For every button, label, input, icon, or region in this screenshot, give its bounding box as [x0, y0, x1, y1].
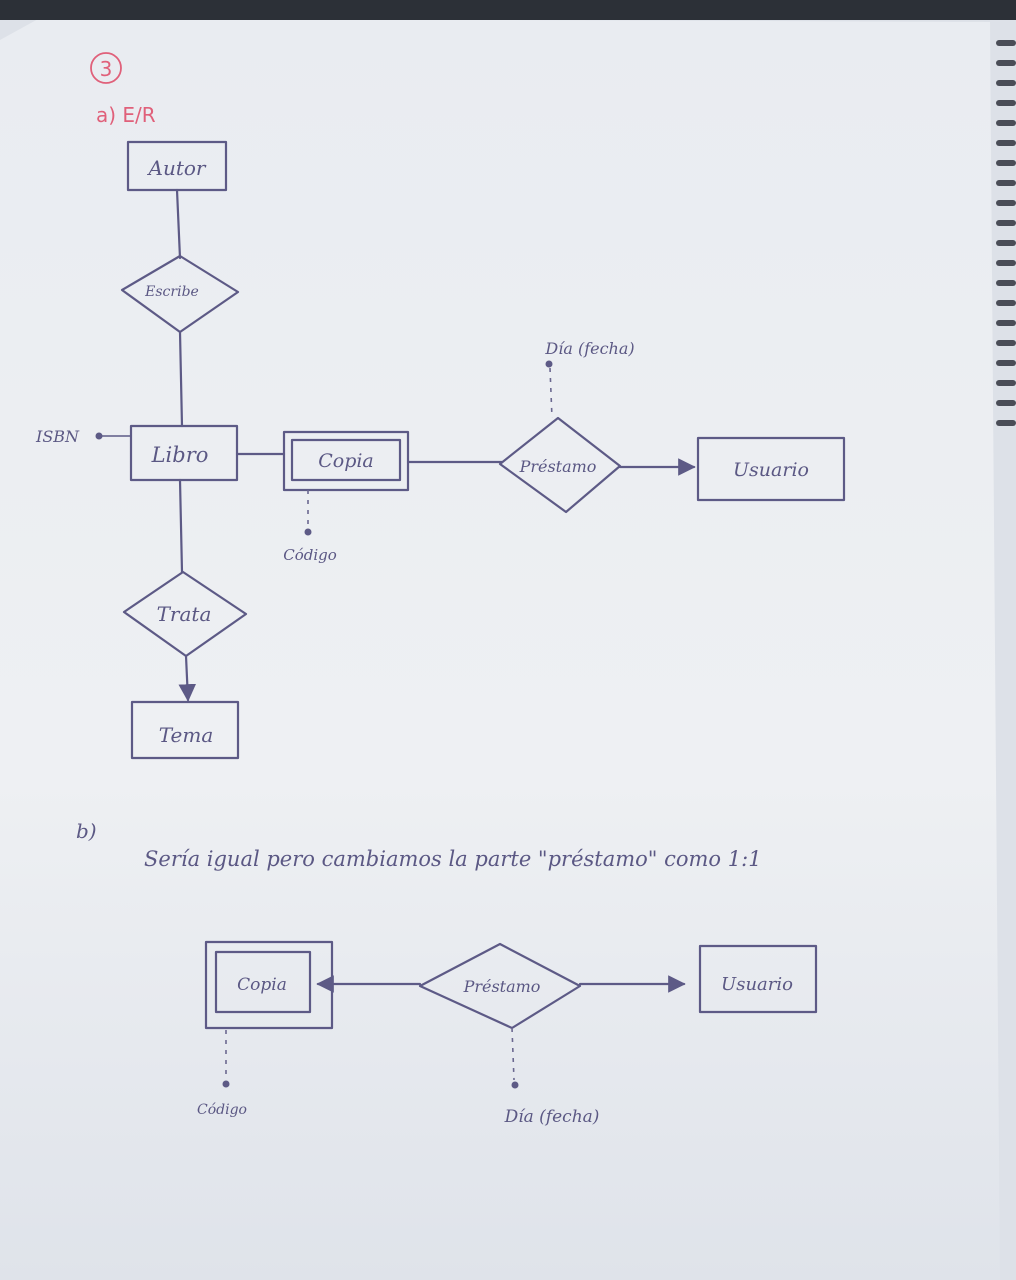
entity-libro-label: Libro — [151, 443, 209, 467]
question-number: 3 — [100, 57, 113, 81]
link-dia-b — [511, 1027, 515, 1081]
entity-usuario-b-label: Usuario — [721, 974, 793, 995]
entity-usuario-b — [698, 944, 818, 1014]
relationship-prestamo-a-label: Préstamo — [519, 457, 597, 476]
part-b-label: b) — [76, 819, 97, 843]
attribute-codigo-b-dot — [222, 1080, 230, 1088]
attribute-dia-b-dot — [511, 1081, 519, 1089]
relationship-prestamo-a — [498, 416, 622, 514]
attribute-codigo-a-label: Código — [283, 546, 337, 564]
entity-usuario-a — [696, 436, 846, 502]
attribute-isbn-dot — [95, 432, 103, 440]
relationship-prestamo-b — [418, 942, 582, 1030]
link-libro-trata — [178, 478, 184, 574]
attribute-dia-b-label: Día (fecha) — [504, 1107, 600, 1127]
entity-copia-label: Copia — [318, 450, 374, 472]
attribute-codigo-b-label: Código — [197, 1102, 247, 1118]
entity-tema — [130, 700, 240, 760]
relationship-prestamo-b-label: Préstamo — [463, 977, 541, 996]
entity-usuario-a-label: Usuario — [733, 459, 809, 481]
entity-copia-b-label: Copia — [237, 975, 287, 995]
entity-autor-label: Autor — [147, 156, 207, 180]
link-escribe-libro — [178, 330, 184, 428]
attribute-isbn-label: ISBN — [35, 427, 80, 446]
relationship-escribe-label: Escribe — [144, 284, 199, 300]
link-dia-a — [549, 367, 553, 419]
entity-tema-label: Tema — [159, 723, 214, 747]
link-trata-tema — [178, 654, 197, 702]
attribute-codigo-a-dot — [304, 528, 312, 536]
entity-copia-inner — [290, 438, 402, 482]
spiral-binding — [996, 40, 1016, 426]
part-b-text: Sería igual pero cambiamos la parte "pré… — [144, 847, 762, 871]
top-edge — [0, 0, 1016, 20]
relationship-trata-label: Trata — [157, 602, 212, 626]
question-number-circle — [90, 52, 122, 84]
notebook-page — [0, 18, 1000, 1280]
entity-copia-b-inner — [214, 950, 312, 1014]
part-a-label: a) E/R — [96, 103, 156, 127]
attribute-dia-a-label: Día (fecha) — [544, 339, 634, 358]
link-autor-escribe — [175, 188, 182, 260]
attribute-dia-a-dot — [545, 360, 553, 368]
